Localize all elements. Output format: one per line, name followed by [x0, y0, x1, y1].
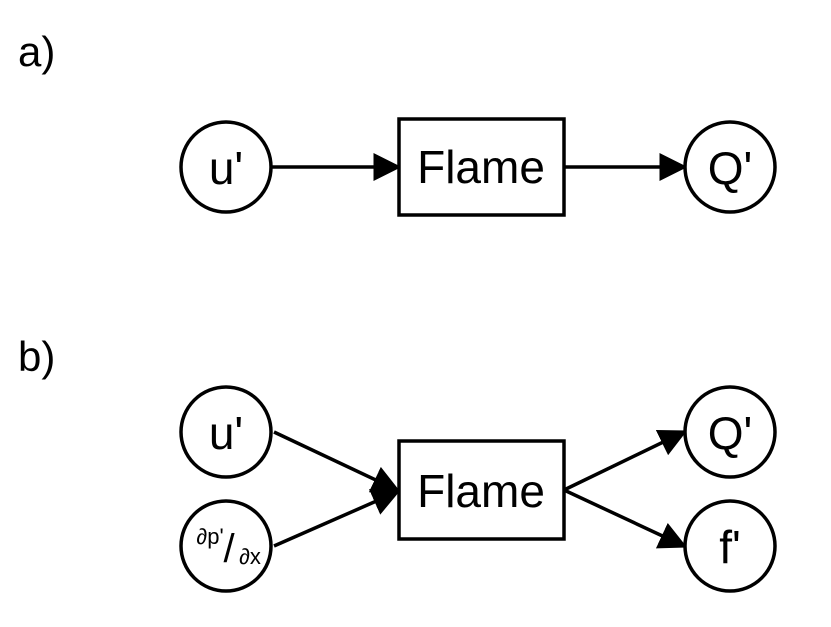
node-a-flame: Flame — [397, 117, 566, 217]
node-a-output-label: Q' — [708, 142, 753, 194]
node-a-output: Q' — [683, 120, 777, 214]
node-b-velocity-label: u' — [209, 407, 243, 459]
edge-b-gradient-to-flame — [273, 489, 401, 548]
node-b-force: f' — [683, 499, 777, 593]
node-b-gradient-circle — [179, 499, 273, 593]
node-b-force-label: f' — [719, 521, 741, 573]
edge-b-flame-to-heat — [563, 430, 688, 492]
panel-a-label: a) — [18, 28, 55, 75]
edge-b-flame-to-force — [563, 488, 688, 549]
node-a-flame-label: Flame — [417, 141, 545, 193]
node-a-input-label: u' — [209, 142, 243, 194]
node-b-flame: Flame — [397, 439, 566, 541]
panel-b-label: b) — [18, 333, 55, 380]
node-b-heat-circle — [683, 385, 777, 479]
node-a-input: u' — [179, 120, 273, 214]
node-b-gradient-slash: / — [223, 527, 235, 571]
node-b-gradient-numerator: ∂p' — [196, 524, 223, 549]
node-b-heat-label: Q' — [708, 407, 753, 459]
node-b-gradient: ∂p' / ∂x — [179, 499, 273, 593]
node-b-gradient-denominator: ∂x — [239, 544, 261, 569]
node-a-flame-box — [397, 117, 566, 217]
panel-a: a) u' Flame Q' — [18, 28, 777, 217]
node-b-velocity: u' — [179, 385, 273, 479]
node-b-velocity-circle — [179, 385, 273, 479]
edge-b-velocity-to-flame — [273, 430, 401, 493]
panel-b: b) u' ∂p' / ∂x Flame Q' f' — [18, 333, 777, 593]
node-b-heat: Q' — [683, 385, 777, 479]
node-a-output-circle — [683, 120, 777, 214]
node-b-flame-label: Flame — [417, 465, 545, 517]
node-b-force-circle — [683, 499, 777, 593]
